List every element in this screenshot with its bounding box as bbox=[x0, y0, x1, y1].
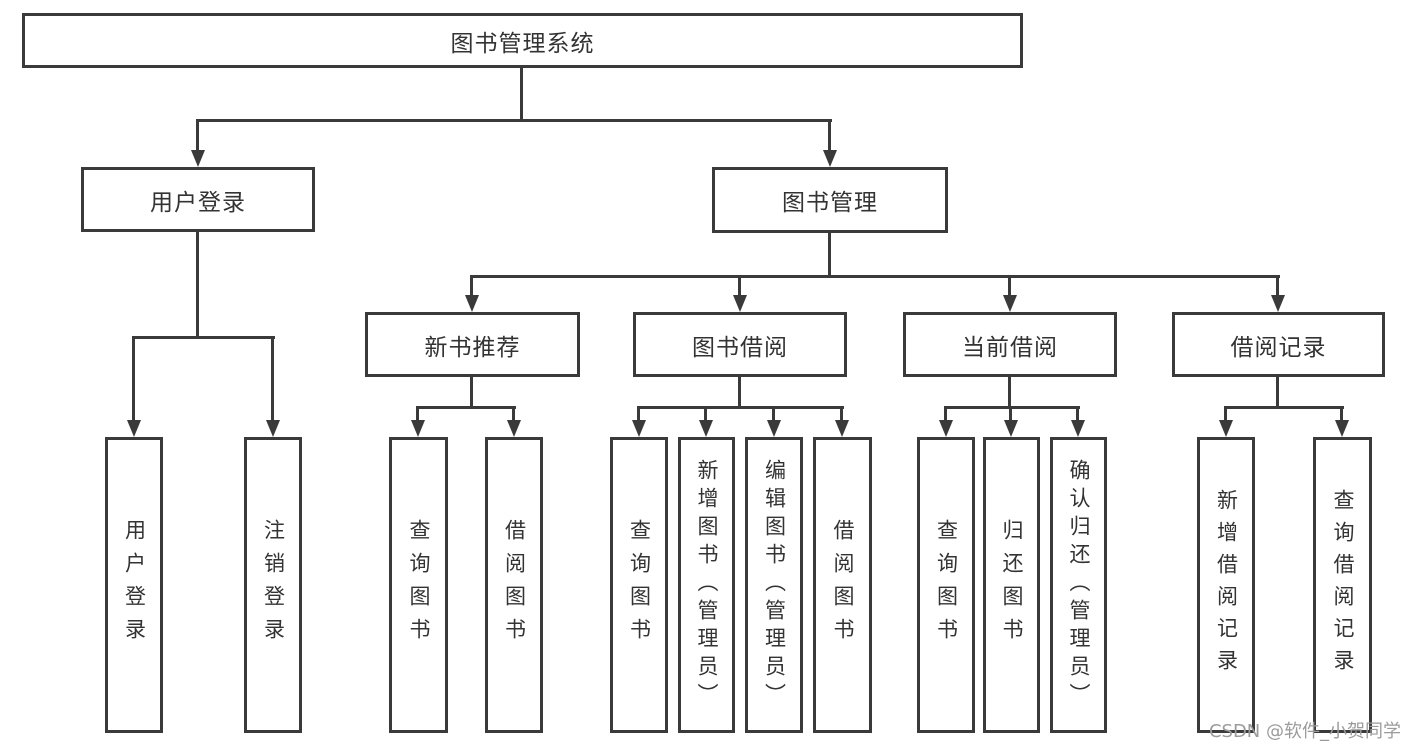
leaf-label: 查询图书 bbox=[627, 519, 652, 651]
connector-line bbox=[1009, 406, 1012, 422]
connector-line bbox=[738, 377, 741, 407]
node-new-book-recommendation: 新书推荐 bbox=[365, 312, 580, 377]
leaf-label: 归还图书 bbox=[1000, 519, 1024, 651]
connector-line bbox=[944, 406, 1080, 409]
arrow-down-icon bbox=[1335, 420, 1349, 437]
node-user-login: 用户登录 bbox=[81, 167, 315, 232]
arrow-down-icon bbox=[127, 420, 141, 437]
arrow-down-icon bbox=[507, 420, 521, 437]
arrow-down-icon bbox=[465, 295, 479, 312]
arrow-down-icon bbox=[699, 420, 713, 437]
connector-line bbox=[828, 119, 831, 152]
connector-line bbox=[470, 275, 473, 297]
connector-line bbox=[772, 406, 775, 422]
node-library-management-system: 图书管理系统 bbox=[22, 13, 1023, 68]
leaf-label: 查询图书 bbox=[934, 519, 959, 651]
leaf-label: 编辑图书（管理员） bbox=[762, 459, 787, 711]
leaf-label: 用户登录 bbox=[122, 519, 147, 651]
connector-line bbox=[738, 275, 741, 297]
connector-line bbox=[416, 406, 419, 422]
leaf-label: 新增图书（管理员） bbox=[695, 459, 719, 711]
connector-line bbox=[470, 377, 473, 407]
connector-line bbox=[828, 233, 831, 276]
leaf-query-borrow-record: 查询借阅记录 bbox=[1313, 437, 1372, 733]
node-label: 当前借阅 bbox=[962, 334, 1058, 361]
connector-line bbox=[1008, 377, 1011, 407]
connector-line bbox=[637, 406, 844, 409]
connector-line bbox=[1276, 377, 1279, 407]
leaf-edit-book-admin: 编辑图书（管理员） bbox=[745, 437, 803, 733]
connector-line bbox=[1008, 275, 1011, 297]
node-label: 图书借阅 bbox=[692, 334, 788, 361]
connector-line bbox=[196, 232, 199, 337]
node-label: 新书推荐 bbox=[424, 334, 521, 361]
leaf-label: 查询借阅记录 bbox=[1331, 489, 1355, 681]
node-book-management: 图书管理 bbox=[712, 167, 948, 233]
arrow-down-icon bbox=[191, 150, 205, 167]
csdn-watermark: CSDN @软件_小贺同学 bbox=[1208, 721, 1401, 742]
arrow-down-icon bbox=[632, 420, 646, 437]
leaf-label: 查询图书 bbox=[407, 519, 431, 651]
arrow-down-icon bbox=[266, 420, 280, 437]
leaf-label: 借阅图书 bbox=[831, 519, 855, 651]
arrow-down-icon bbox=[1271, 295, 1285, 312]
leaf-borrow-books-2: 借阅图书 bbox=[813, 437, 872, 733]
arrow-down-icon bbox=[733, 295, 747, 312]
connector-line bbox=[416, 406, 516, 409]
connector-line bbox=[637, 406, 640, 422]
connector-line bbox=[271, 336, 274, 422]
arrow-down-icon bbox=[939, 420, 953, 437]
connector-line bbox=[512, 406, 515, 422]
node-book-borrowing: 图书借阅 bbox=[633, 312, 847, 377]
connector-line bbox=[470, 275, 1280, 278]
leaf-label: 注销登录 bbox=[261, 519, 286, 651]
connector-line bbox=[132, 336, 135, 422]
arrow-down-icon bbox=[823, 150, 837, 167]
connector-line bbox=[944, 406, 947, 422]
connector-line bbox=[1276, 275, 1279, 297]
leaf-confirm-return-admin: 确认归还（管理员） bbox=[1050, 437, 1107, 733]
connector-line bbox=[196, 119, 832, 122]
node-borrowing-records: 借阅记录 bbox=[1172, 312, 1385, 377]
connector-line bbox=[1340, 406, 1343, 422]
connector-line bbox=[704, 406, 707, 422]
leaf-user-login: 用户登录 bbox=[105, 437, 163, 733]
node-label: 借阅记录 bbox=[1230, 334, 1327, 361]
leaf-add-borrow-record: 新增借阅记录 bbox=[1197, 437, 1255, 733]
leaf-label: 新增借阅记录 bbox=[1214, 489, 1239, 681]
node-current-borrowing: 当前借阅 bbox=[903, 312, 1117, 377]
arrow-down-icon bbox=[1071, 420, 1085, 437]
leaf-return-book: 归还图书 bbox=[983, 437, 1040, 733]
node-label: 用户登录 bbox=[150, 189, 246, 216]
leaf-label: 确认归还（管理员） bbox=[1067, 459, 1091, 711]
connector-line bbox=[1076, 406, 1079, 422]
leaf-borrow-books: 借阅图书 bbox=[485, 437, 543, 733]
arrow-down-icon bbox=[767, 420, 781, 437]
leaf-query-books-3: 查询图书 bbox=[917, 437, 975, 733]
arrow-down-icon bbox=[411, 420, 425, 437]
arrow-down-icon bbox=[1003, 295, 1017, 312]
leaf-query-books-2: 查询图书 bbox=[610, 437, 668, 733]
connector-line bbox=[196, 119, 199, 152]
leaf-label: 借阅图书 bbox=[502, 519, 527, 651]
connector-line bbox=[132, 336, 275, 339]
leaf-logout: 注销登录 bbox=[244, 437, 302, 733]
arrow-down-icon bbox=[1219, 420, 1233, 437]
connector-line bbox=[1224, 406, 1344, 409]
connector-line bbox=[1224, 406, 1227, 422]
node-label: 图书管理系统 bbox=[450, 30, 595, 57]
connector-line bbox=[520, 68, 523, 120]
leaf-query-books: 查询图书 bbox=[389, 437, 448, 733]
arrow-down-icon bbox=[1004, 420, 1018, 437]
leaf-add-book-admin: 新增图书（管理员） bbox=[678, 437, 735, 733]
node-label: 图书管理 bbox=[782, 190, 878, 216]
connector-line bbox=[840, 406, 843, 422]
arrow-down-icon bbox=[835, 420, 849, 437]
